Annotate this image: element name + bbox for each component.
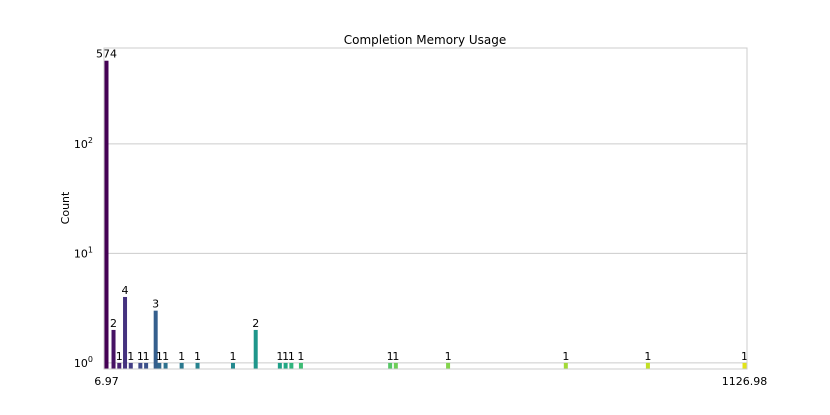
bar bbox=[298, 362, 303, 369]
bar bbox=[277, 362, 282, 369]
bar bbox=[388, 362, 393, 369]
x-tick-label: 1126.98 bbox=[722, 375, 768, 388]
bar bbox=[289, 362, 294, 369]
bar bbox=[104, 60, 109, 370]
gridlines bbox=[104, 143, 747, 364]
bar bbox=[446, 362, 451, 369]
y-tick-label: 102 bbox=[74, 136, 93, 151]
bar-value-label: 1 bbox=[392, 350, 399, 363]
bar bbox=[117, 362, 122, 369]
bar bbox=[163, 362, 168, 369]
bar-value-label: 2 bbox=[252, 317, 259, 330]
bar-value-label: 1 bbox=[229, 350, 236, 363]
x-tick-labels: 6.97 1126.98 bbox=[94, 375, 767, 388]
bar-value-label: 1 bbox=[127, 350, 134, 363]
y-tick-label: 100 bbox=[74, 355, 93, 370]
bar bbox=[157, 362, 162, 369]
bar bbox=[742, 362, 747, 369]
plot-frame bbox=[103, 47, 748, 370]
bar bbox=[179, 362, 184, 369]
bar-value-label: 1 bbox=[276, 350, 283, 363]
bar bbox=[123, 296, 128, 369]
bar-value-label: 1 bbox=[282, 350, 289, 363]
bar bbox=[563, 362, 568, 369]
bar-value-label: 1 bbox=[562, 350, 569, 363]
y-tick-label: 101 bbox=[74, 245, 93, 260]
bar-value-label: 1 bbox=[162, 350, 169, 363]
bar-value-label: 1 bbox=[297, 350, 304, 363]
bar bbox=[128, 362, 133, 369]
bar-value-label: 1 bbox=[194, 350, 201, 363]
bars bbox=[104, 60, 747, 370]
bar-value-label: 1 bbox=[137, 350, 144, 363]
x-tick-label: 6.97 bbox=[94, 375, 119, 388]
bar-value-label: 1 bbox=[387, 350, 394, 363]
bar-value-label: 1 bbox=[288, 350, 295, 363]
bar-value-label: 2 bbox=[110, 317, 117, 330]
bar-value-label: 1 bbox=[156, 350, 163, 363]
bar-value-label: 3 bbox=[152, 298, 159, 311]
chart-title: Completion Memory Usage bbox=[344, 33, 507, 47]
y-axis-label: Count bbox=[59, 191, 72, 224]
bar-value-label: 1 bbox=[178, 350, 185, 363]
bar-value-label: 574 bbox=[96, 48, 117, 61]
bar bbox=[195, 362, 200, 369]
bar bbox=[144, 362, 149, 369]
bar bbox=[230, 362, 235, 369]
bar bbox=[393, 362, 398, 369]
bar bbox=[283, 362, 288, 369]
bar bbox=[111, 329, 116, 369]
bar bbox=[153, 310, 158, 369]
bar bbox=[253, 329, 258, 369]
bar-value-label: 1 bbox=[116, 350, 123, 363]
bar-value-label: 1 bbox=[445, 350, 452, 363]
y-tick-labels: 100 101 102 bbox=[74, 136, 93, 370]
bar bbox=[645, 362, 650, 369]
bar-value-label: 1 bbox=[143, 350, 150, 363]
bar-value-label: 1 bbox=[741, 350, 748, 363]
bar bbox=[138, 362, 143, 369]
bar-value-label: 1 bbox=[644, 350, 651, 363]
bar-value-label: 4 bbox=[122, 284, 129, 297]
